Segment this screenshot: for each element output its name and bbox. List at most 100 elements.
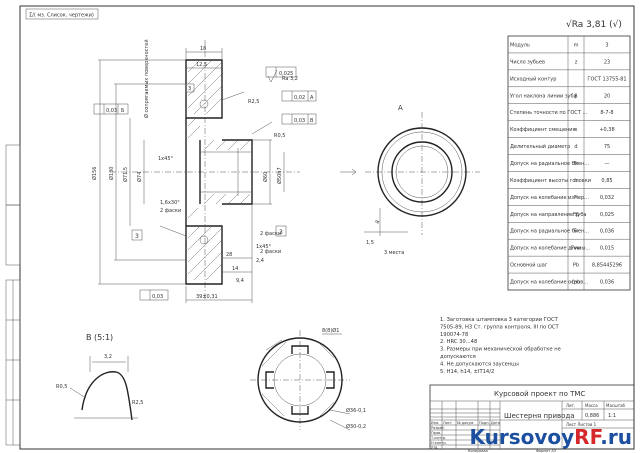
param-symbol: m — [574, 42, 579, 48]
dim-w3: 28 — [226, 252, 232, 258]
param-name: Делительный диаметр — [510, 143, 570, 150]
param-name: Коэффициент высоты головки — [510, 178, 591, 184]
title-block — [429, 384, 635, 450]
roughness-general: √Ra 3,81 (√) — [566, 19, 622, 30]
param-name: Допуск на колебание основ… — [510, 280, 588, 286]
watermark-main: Kursovoy — [469, 425, 575, 449]
title-block-head-lit: Лит. — [566, 403, 575, 408]
dim-w4: 14 — [232, 266, 238, 272]
param-name: Степень точности по ГОСТ … — [510, 110, 587, 116]
dim-d2: Ø130 — [108, 167, 115, 180]
title-block-project: Курсовой проект по ТМС — [494, 390, 585, 398]
param-symbol: h — [574, 178, 577, 184]
dim-w7: 39±0,31 — [196, 294, 218, 300]
dim-d4: Ø74 — [136, 172, 143, 182]
side-dim-3: 8 — [375, 219, 382, 225]
main-section-view — [93, 40, 317, 303]
datum-a: А — [310, 95, 314, 101]
side-dim-2: 3 места — [384, 250, 404, 256]
margin-strip-1 — [5, 144, 21, 206]
detail-view-title: В (5:1) — [86, 333, 113, 342]
tolerance-2: 0,03 — [106, 108, 117, 114]
dim-d5: Ø60 — [262, 172, 269, 182]
param-value: +0,38 — [599, 127, 614, 133]
param-symbol: fpb — [572, 280, 580, 286]
param-name: Допуск на направление зуба — [510, 212, 586, 218]
datum-b: Б — [121, 108, 125, 114]
param-symbol: Fβ — [573, 212, 579, 218]
detail-view — [69, 356, 138, 421]
title-block-head-mass: Масса — [585, 403, 598, 408]
top-left-stamp — [25, 8, 99, 20]
ref-mark-3: 3 — [188, 86, 191, 92]
detail-dim-1: 3,2 — [104, 354, 112, 360]
spline-view — [250, 330, 351, 431]
margin-strip-2 — [5, 204, 21, 266]
param-value: ГОСТ 13755-81 — [587, 76, 626, 82]
note-line: 7505-89, Н3 Ст. группа контроля, III по … — [440, 324, 560, 330]
title-block-col-4: Подп. — [479, 421, 490, 425]
tolerance-5: 0,03 — [152, 294, 163, 300]
side-view — [340, 112, 480, 236]
title-block-role-2: Пров. — [431, 431, 441, 435]
param-value: 0,015 — [600, 246, 614, 252]
drawing-frame — [19, 5, 635, 450]
title-block-part-name: Шестерня привода — [504, 412, 575, 420]
param-value: 0,85 — [601, 178, 612, 184]
title-block-role-5: Утв. — [431, 446, 438, 450]
spline-dim-2: Ø36-0,1 — [346, 407, 366, 414]
title-block-sheet-info: Лист Листов 1 — [566, 422, 597, 427]
site-watermark: KursovoyRF.ru — [469, 425, 632, 449]
param-symbol: Fr — [574, 229, 580, 235]
title-block-role-1: Разраб. — [431, 426, 445, 430]
dim-d3: Ø71,5 — [122, 167, 129, 182]
note-line: 4. Не допускаются заусенцы — [440, 361, 519, 367]
detail-dim-2: R0,5 — [56, 384, 67, 390]
title-block-head-scale: Масштаб — [606, 403, 626, 408]
param-symbol: Fvw — [571, 246, 581, 252]
param-symbol: x — [575, 127, 578, 133]
watermark-suffix: .ru — [600, 425, 632, 449]
datum-c: В — [310, 118, 314, 124]
param-symbol: z — [575, 59, 578, 65]
param-symbol: Fr — [574, 161, 580, 167]
title-block-role-3: Т.контр. — [430, 436, 446, 440]
note-line: 1. Заготовка штамповка 3 категории ГОСТ — [440, 317, 559, 323]
chamfer-2: 1,6х30° — [160, 200, 180, 206]
param-name: Основной шаг — [510, 262, 548, 269]
dim-d6: Ø50h7 — [276, 167, 283, 184]
roughness-mark: Ra 3,2 — [282, 76, 298, 82]
param-value: 0,032 — [600, 195, 614, 201]
title-block-col-5: Дата — [491, 421, 500, 425]
title-block-col-2: Лист — [443, 421, 452, 425]
top-left-stamp-text: Σ/( мз. Слисок. чертежи) — [29, 13, 94, 19]
param-name: Исходный контур — [510, 75, 556, 82]
param-name: Допуск на колебание длины… — [510, 246, 590, 252]
param-value: — — [605, 161, 610, 167]
dim-w8: 2,4 — [256, 258, 264, 264]
ref-mark-2: 3 — [279, 229, 283, 236]
param-name: Допуск на колебание измер… — [510, 195, 589, 201]
title-block-col-3: № докум. — [457, 421, 474, 425]
title-block-role-4: Н.контр. — [431, 441, 447, 445]
dim-w1: 18 — [200, 46, 206, 52]
param-name: Коэффициент смещения — [510, 127, 576, 133]
note-line: 3. Размеры при механической обработке не — [440, 346, 561, 353]
tolerance-1: 0,025 — [279, 71, 293, 77]
watermark-accent: RF — [574, 425, 601, 449]
tolerance-4: 0,03 — [294, 118, 305, 124]
vertical-label: Ø сопрягаемых поверхностей — [143, 39, 150, 118]
tolerance-3: 0,02 — [294, 95, 305, 101]
note-2-chamfers-a: 2 фаски — [260, 231, 281, 237]
title-block-col-1: Изм. — [431, 421, 439, 425]
param-value: 23 — [604, 59, 610, 65]
chamfer-3: 1х45° — [256, 244, 272, 250]
param-name: Допуск на радиальное биен… — [510, 229, 589, 235]
bottom-left-copy: Копировал — [468, 449, 488, 453]
dim-w6: 9,4 — [236, 278, 244, 284]
param-value: 20 — [604, 93, 610, 99]
param-symbol: Pb — [573, 263, 579, 269]
radius-1: R2,5 — [248, 99, 259, 105]
